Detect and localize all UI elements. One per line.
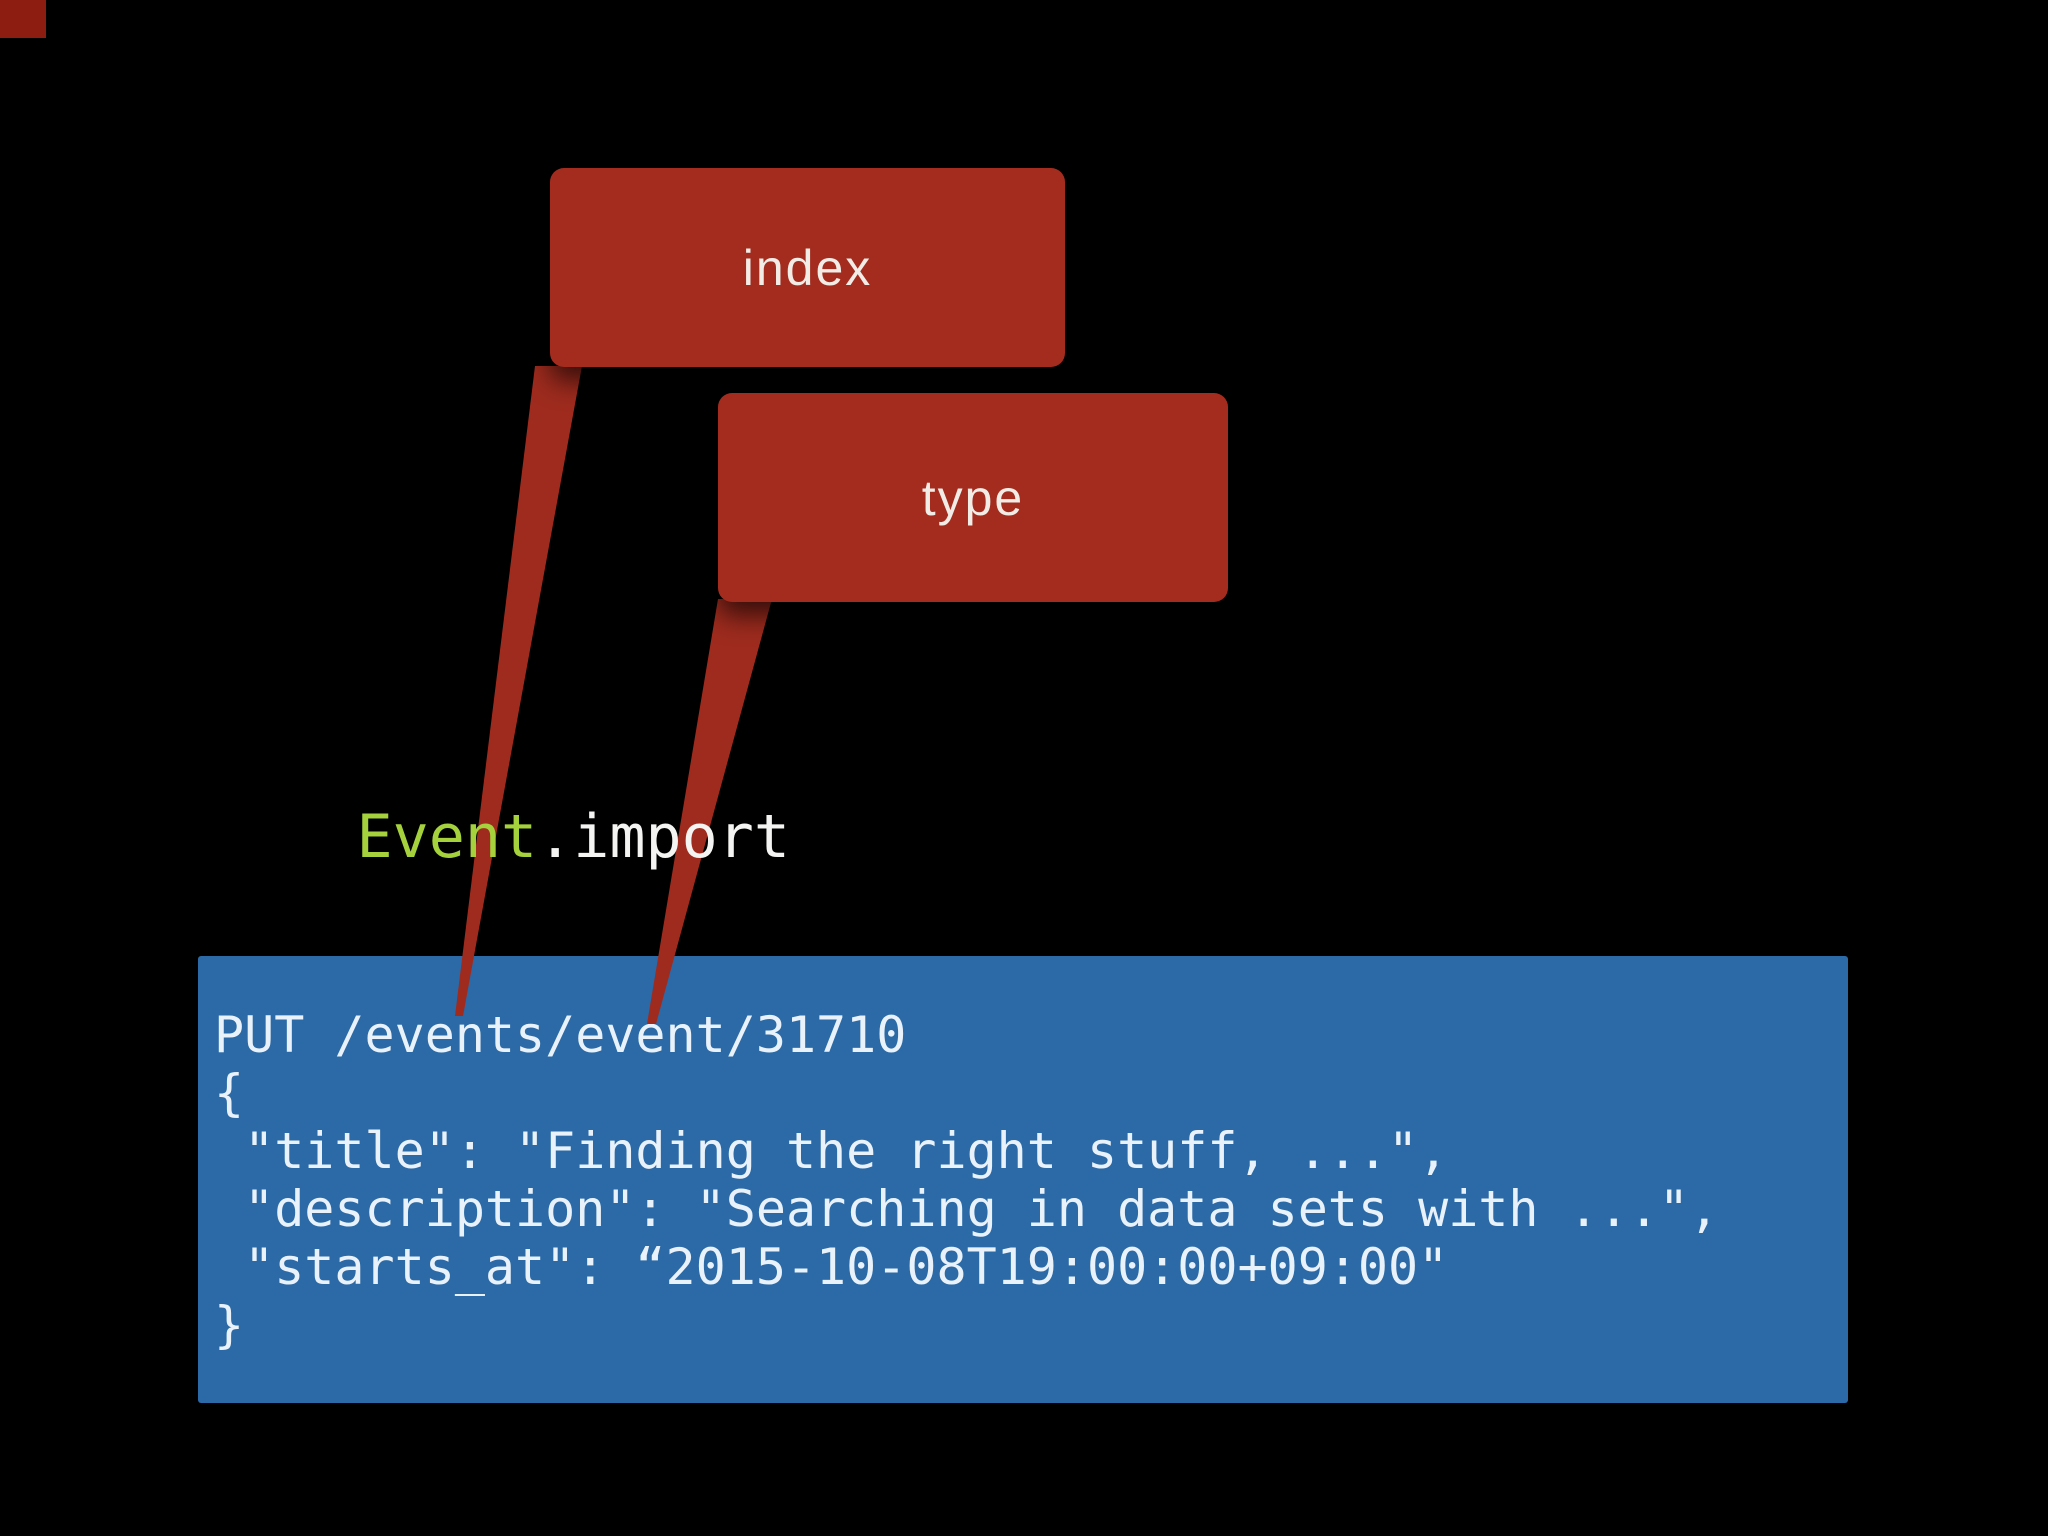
- code-line-description: "description": "Searching in data sets w…: [214, 1180, 1720, 1238]
- type-callout-tail: [647, 599, 772, 1024]
- code-line-starts-at: "starts_at": “2015-10-08T19:00:00+09:00": [214, 1238, 1449, 1296]
- code-line-title: "title": "Finding the right stuff, ...",: [214, 1122, 1449, 1180]
- code-line-request: PUT /events/event/31710: [214, 1006, 907, 1064]
- method-heading: Event.import: [212, 741, 791, 869]
- code-line-close-brace: }: [214, 1296, 245, 1354]
- index-callout-label: index: [742, 239, 873, 296]
- heading-dot: .: [537, 802, 574, 872]
- code-line-open-brace: {: [214, 1064, 245, 1122]
- code-panel: PUT /events/event/31710 { "title": "Find…: [198, 956, 1848, 1403]
- index-callout-box: index: [550, 168, 1065, 367]
- heading-class-name: Event: [356, 802, 538, 872]
- heading-method-name: import: [573, 802, 790, 872]
- type-callout-label: type: [921, 469, 1025, 526]
- index-callout-tail: [455, 366, 582, 1016]
- type-callout-box: type: [718, 393, 1228, 602]
- corner-accent-mark: [0, 0, 46, 38]
